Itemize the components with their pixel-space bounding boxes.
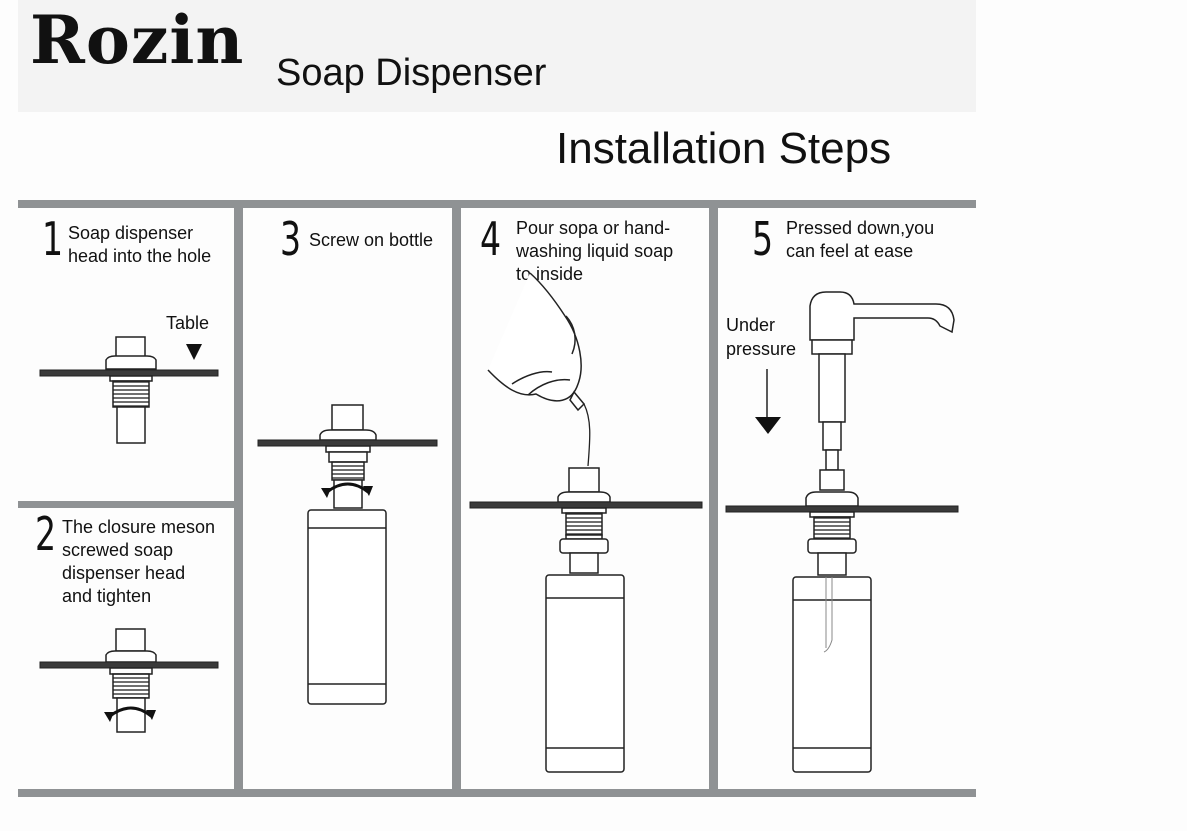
step-2-illustration bbox=[39, 628, 219, 733]
pour-hand bbox=[487, 272, 582, 402]
step-2-number: 2 bbox=[35, 507, 57, 561]
step-4-bottle bbox=[545, 574, 625, 773]
step-3-line-1: Screw on bottle bbox=[309, 230, 434, 250]
step-3-bottle bbox=[307, 509, 387, 705]
step-5-illustration bbox=[725, 291, 959, 773]
step-4-line-2: washing liquid soap bbox=[516, 241, 674, 261]
step-5-text: Pressed down,you can feel at ease bbox=[786, 217, 934, 263]
step-5-line-2: can feel at ease bbox=[786, 241, 914, 261]
step-4-counter bbox=[469, 501, 703, 509]
step-2-line-3: dispenser head bbox=[62, 563, 186, 583]
step-1-text: Soap dispenser head into the hole bbox=[68, 222, 211, 268]
step-1-illustration bbox=[39, 336, 219, 444]
step-5-number: 5 bbox=[752, 212, 774, 266]
page-subtitle: Soap Dispenser bbox=[276, 52, 547, 94]
step-1-number: 1 bbox=[42, 212, 64, 266]
page-title: Installation Steps bbox=[556, 124, 892, 173]
step-3-counter bbox=[257, 439, 438, 447]
step-3-text: Screw on bottle bbox=[309, 229, 433, 252]
step-1-counter bbox=[39, 369, 219, 377]
step-4-illustration bbox=[469, 272, 703, 773]
step-2-rotate-icon bbox=[109, 706, 152, 718]
step-3-rotate-icon bbox=[326, 482, 369, 494]
pump-head bbox=[809, 291, 955, 341]
step-2-text: The closure meson screwed soap dispenser… bbox=[62, 516, 215, 608]
step-2-line-4: and tighten bbox=[62, 586, 152, 606]
down-arrow-icon bbox=[755, 417, 781, 434]
step-2-thread bbox=[112, 673, 150, 699]
step-5-line-1: Pressed down,you bbox=[786, 218, 935, 238]
frame-divider-1 bbox=[234, 208, 243, 789]
step-2-line-2: screwed soap bbox=[62, 540, 174, 560]
frame-divider-horizontal bbox=[18, 501, 234, 508]
step-4-line-1: Pour sopa or hand- bbox=[516, 218, 671, 238]
under-pressure-line-1: Under bbox=[726, 315, 776, 335]
step-1-line-1: Soap dispenser bbox=[68, 223, 194, 243]
brand-logo: Rozin bbox=[30, 1, 245, 79]
table-label: Table bbox=[166, 313, 210, 333]
step-5-thread bbox=[813, 516, 851, 540]
step-3-thread bbox=[331, 461, 365, 481]
frame-divider-3 bbox=[709, 208, 718, 789]
frame-top-bar bbox=[18, 200, 976, 208]
step-4-number: 4 bbox=[480, 212, 502, 266]
step-2-line-1: The closure meson bbox=[62, 517, 216, 537]
header-band bbox=[18, 0, 976, 112]
step-1-thread bbox=[112, 380, 150, 408]
step-4-thread bbox=[565, 512, 603, 536]
step-4-text: Pour sopa or hand- washing liquid soap t… bbox=[516, 217, 673, 286]
step-2-counter bbox=[39, 661, 219, 669]
step-3-number: 3 bbox=[280, 212, 302, 266]
frame-bottom-bar bbox=[18, 789, 976, 797]
frame-divider-2 bbox=[452, 208, 461, 789]
step-5-counter bbox=[725, 505, 959, 513]
under-pressure-line-2: pressure bbox=[726, 339, 797, 359]
step-3-illustration bbox=[257, 404, 438, 705]
under-pressure-label: Under pressure bbox=[726, 313, 796, 361]
step-1-line-2: head into the hole bbox=[68, 246, 212, 266]
table-arrow-icon bbox=[186, 344, 202, 360]
